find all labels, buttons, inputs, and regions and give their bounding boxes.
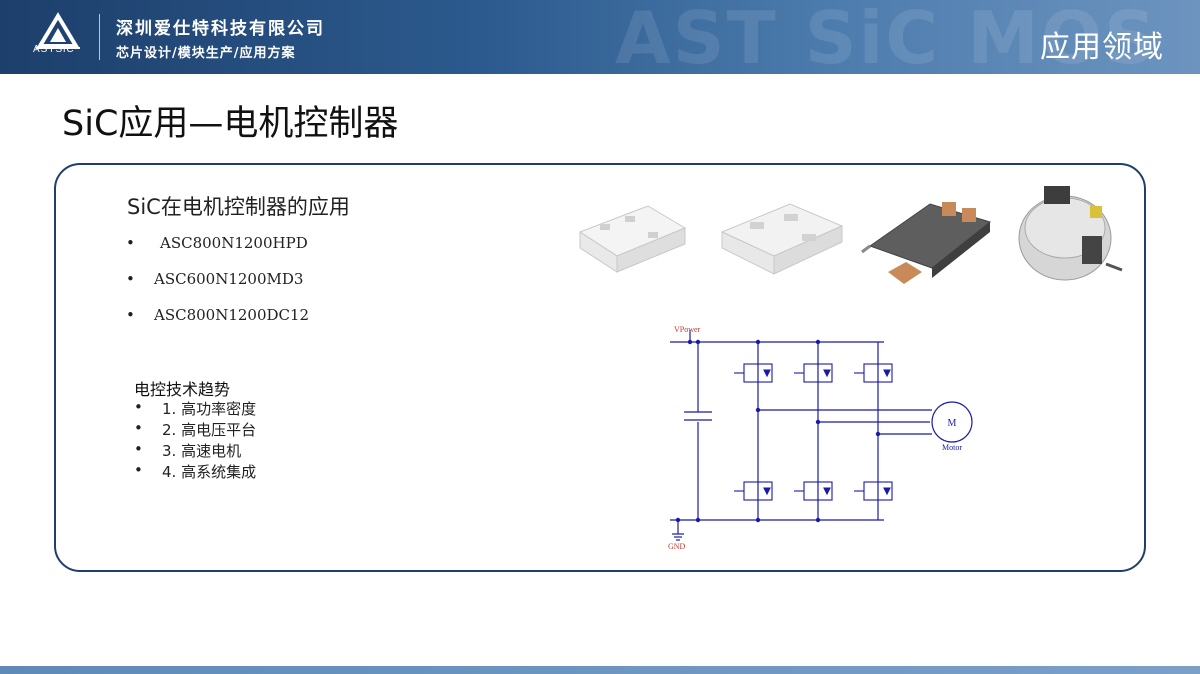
motor-controller-image	[1018, 186, 1123, 281]
switch-top-3	[854, 363, 893, 383]
switch-bottom-3	[854, 481, 893, 501]
bullet-icon: •	[134, 398, 143, 416]
product-images	[578, 186, 1123, 284]
power-module-image-2	[720, 203, 844, 275]
motor-symbol: M	[948, 418, 957, 429]
company-tagline: 芯片设计/模块生产/应用方案	[116, 46, 296, 61]
trend-label: 1. 高功率密度	[162, 400, 257, 418]
logo-text: ASTSiC	[33, 44, 75, 55]
header-divider	[99, 14, 100, 60]
vpower-label: VPower	[674, 325, 701, 334]
company-name: 深圳爱仕特科技有限公司	[116, 19, 325, 39]
model-label: ASC800N1200DC12	[154, 306, 310, 324]
switch-top-1	[734, 363, 773, 383]
gnd-label: GND	[668, 542, 686, 551]
bullet-icon: •	[126, 306, 135, 324]
junction-dots	[675, 339, 881, 523]
bullet-icon: •	[126, 270, 135, 288]
switch-bottom-1	[734, 481, 773, 501]
bullet-icon: •	[134, 461, 143, 479]
trend-label: 2. 高电压平台	[162, 421, 257, 439]
header-watermark: AST SiC MOS	[615, 0, 1158, 74]
power-module-image-1	[578, 205, 687, 273]
bullet-icon: •	[134, 440, 143, 458]
model-label: ASC800N1200HPD	[160, 234, 308, 252]
section-title: 应用领域	[1040, 30, 1164, 65]
power-module-image-3	[861, 202, 992, 284]
trend-label: 3. 高速电机	[162, 442, 242, 460]
company-logo-icon	[36, 12, 80, 49]
bullet-icon: •	[134, 419, 143, 437]
bullet-icon: •	[126, 234, 135, 252]
motor-label: Motor	[942, 443, 962, 452]
model-label: ASC600N1200MD3	[154, 270, 304, 288]
page-title: SiC应用—电机控制器	[62, 104, 399, 144]
inverter-schematic: M Motor VPower GND	[668, 325, 973, 551]
trend-label: 4. 高系统集成	[162, 463, 257, 481]
panel-subtitle: SiC在电机控制器的应用	[127, 195, 350, 219]
trend-title: 电控技术趋势	[134, 380, 231, 399]
schematic-wires	[670, 330, 932, 541]
switch-top-2	[794, 363, 833, 383]
header-bar: AST SiC MOS ASTSiC 深圳爱仕特科技有限公司 芯片设计/模块生产…	[0, 0, 1200, 74]
footer-bar	[0, 666, 1200, 674]
motor-icon	[931, 401, 973, 443]
switch-bottom-2	[794, 481, 833, 501]
